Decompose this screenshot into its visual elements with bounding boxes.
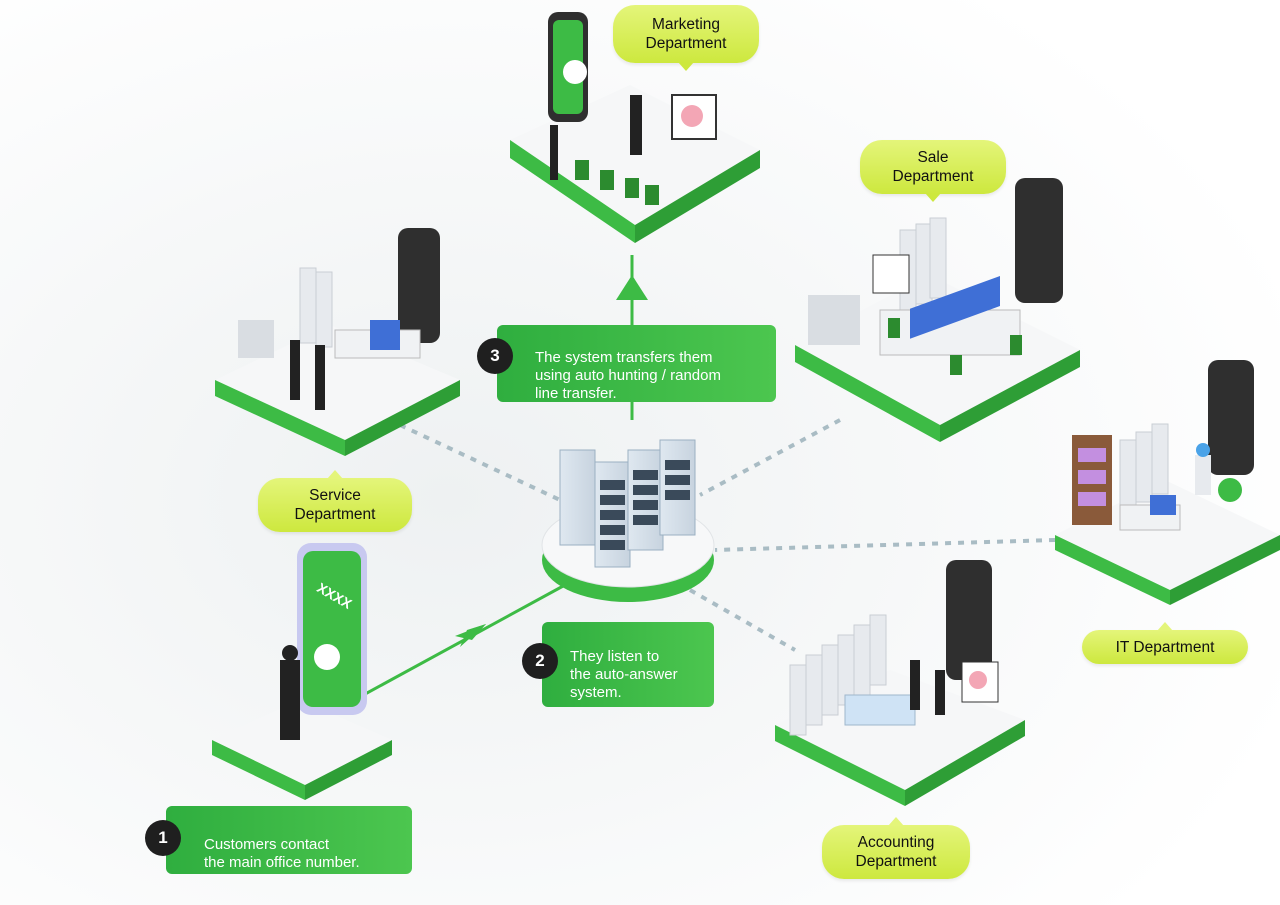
step-2-text: They listen to the auto-answer system. — [570, 648, 678, 701]
step-3-box: The system transfers them using auto hun… — [497, 325, 776, 402]
label-accounting-department: Accounting Department — [822, 817, 970, 879]
platform-service — [215, 228, 460, 456]
label-sale-department: Sale Department — [860, 140, 1006, 202]
platform-sale — [795, 178, 1080, 442]
step-1-badge: 1 — [145, 820, 181, 856]
step-1-text: Customers contact the main office number… — [204, 836, 360, 871]
server-hub — [541, 439, 715, 602]
step-3-badge: 3 — [477, 338, 513, 374]
platform-it — [1055, 360, 1280, 605]
label-marketing-department: Marketing Department — [613, 5, 759, 71]
platform-accounting — [775, 560, 1025, 806]
step-2-box: They listen to the auto-answer system. — [542, 622, 714, 707]
platform-marketing — [510, 12, 760, 243]
platform-customer — [212, 543, 392, 800]
label-it-department: IT Department — [1082, 622, 1248, 664]
step-2-badge: 2 — [522, 643, 558, 679]
flow-arrow-customer-to-server — [344, 583, 566, 707]
step-3-text: The system transfers them using auto hun… — [535, 349, 721, 402]
label-service-department: Service Department — [258, 470, 412, 532]
dotted-connectors — [399, 418, 1056, 652]
step-1-box: Customers contact the main office number… — [166, 806, 412, 874]
